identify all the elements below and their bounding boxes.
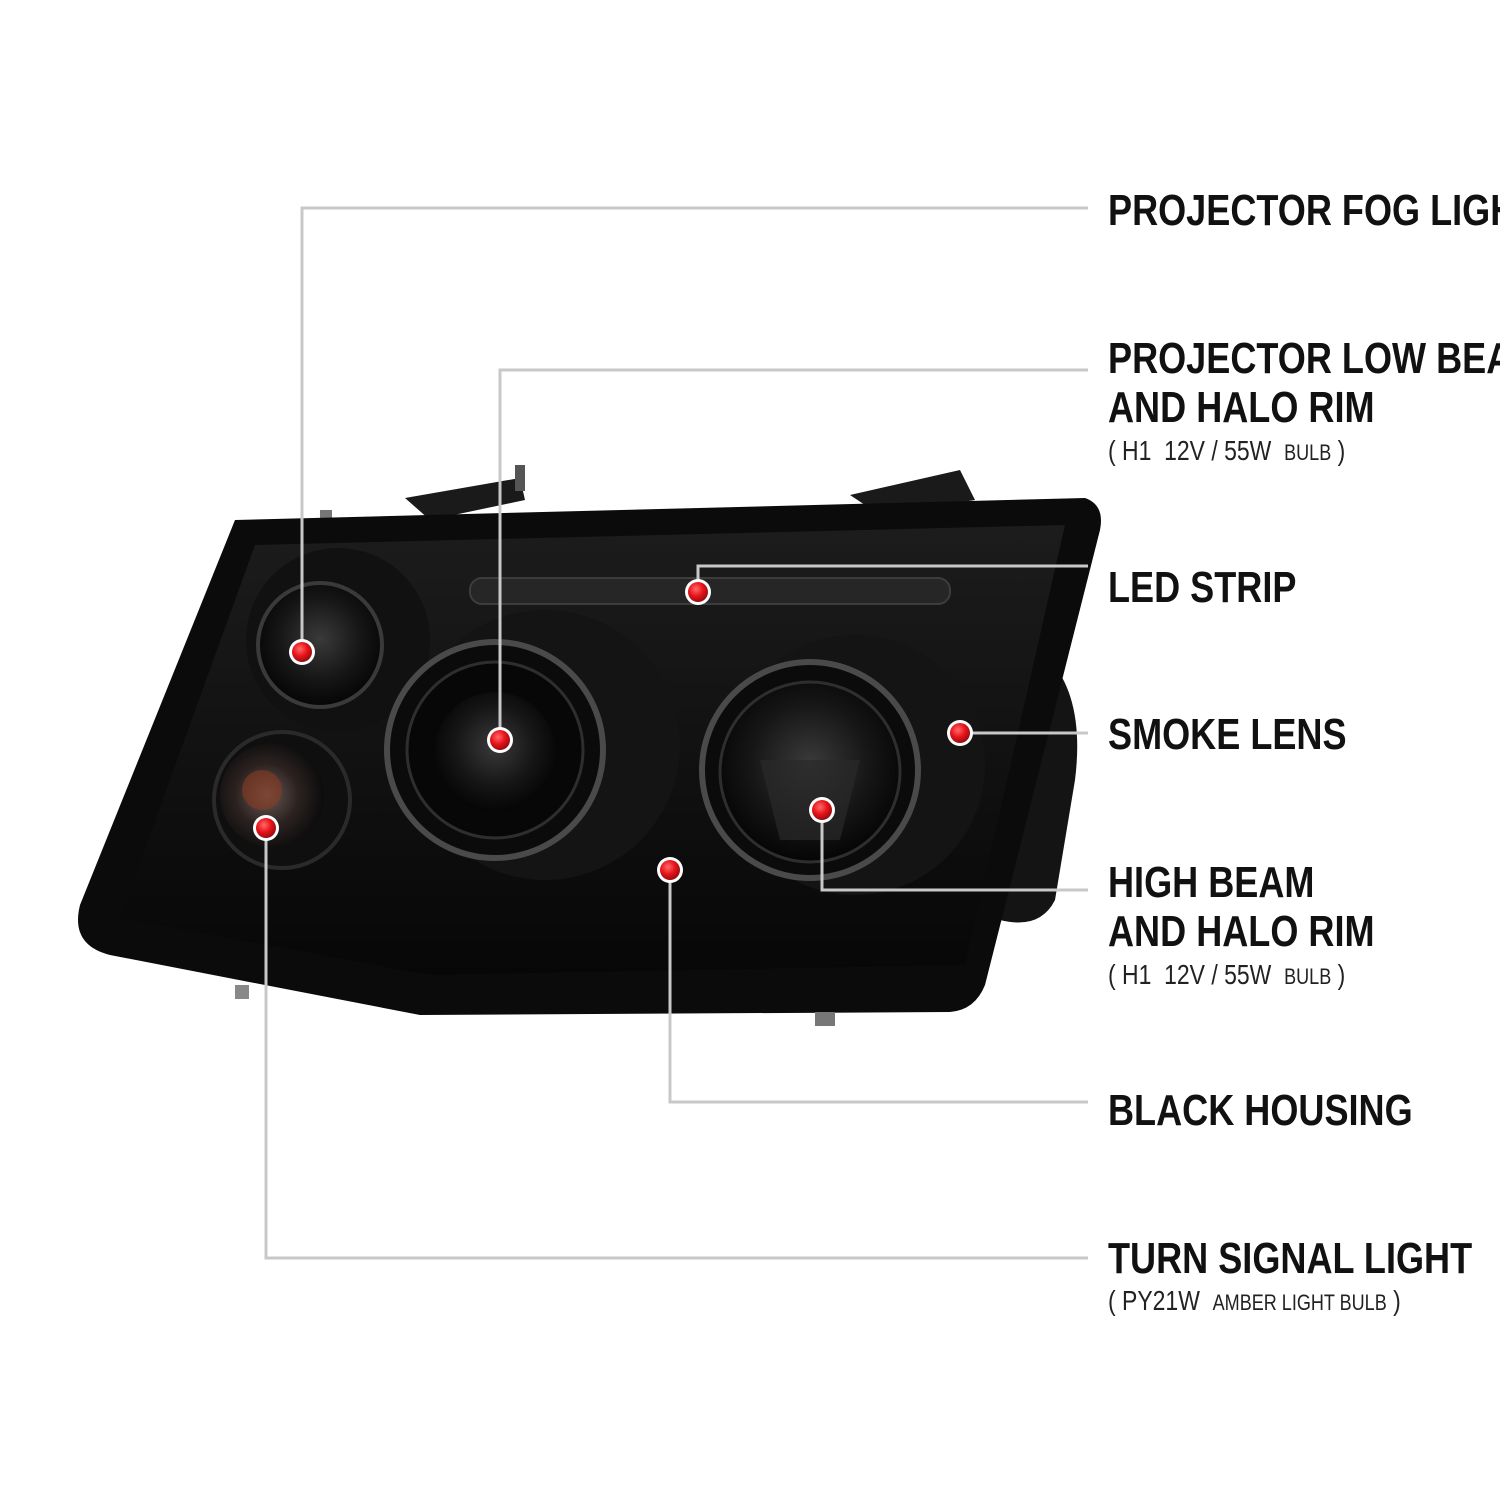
bottom-clip xyxy=(235,985,249,999)
callout-smoke-title: SMOKE LENS xyxy=(1108,710,1347,759)
callout-highbeam-title-line1: HIGH BEAM xyxy=(1108,858,1315,907)
marker-fog xyxy=(289,639,315,665)
callout-highbeam: HIGH BEAM AND HALO RIM ( H1 12V / 55W BU… xyxy=(1108,858,1375,990)
callout-fog-title: PROJECTOR FOG LIGHT xyxy=(1108,186,1500,235)
callout-housing: BLACK HOUSING xyxy=(1108,1086,1413,1135)
leader-lowbeam xyxy=(498,368,1088,740)
leader-highbeam xyxy=(820,810,1088,892)
callout-lowbeam-title-line1: PROJECTOR LOW BEAM xyxy=(1108,334,1500,383)
callout-lowbeam-title-line2: AND HALO RIM xyxy=(1108,383,1375,433)
fog-light xyxy=(246,548,430,732)
marker-housing xyxy=(657,857,683,883)
leader-fog xyxy=(300,206,1088,652)
leader-lines xyxy=(264,206,1088,1260)
callout-lowbeam-spec: ( H1 12V / 55W BULB ) xyxy=(1108,434,1346,466)
callout-markers xyxy=(253,579,973,883)
callout-highbeam-title-line2: AND HALO RIM xyxy=(1108,907,1375,957)
marker-turn xyxy=(253,815,279,841)
bottom-clip xyxy=(815,1012,835,1026)
callout-turn: TURN SIGNAL LIGHT ( PY21W AMBER LIGHT BU… xyxy=(1108,1234,1472,1317)
callout-led: LED STRIP xyxy=(1108,563,1296,612)
leader-turn xyxy=(264,828,1088,1260)
callout-led-title: LED STRIP xyxy=(1108,563,1297,612)
callout-turn-spec: ( PY21W AMBER LIGHT BULB ) xyxy=(1108,1285,1401,1317)
marker-led xyxy=(685,579,711,605)
callout-housing-title: BLACK HOUSING xyxy=(1108,1086,1413,1135)
callout-fog: PROJECTOR FOG LIGHT xyxy=(1108,186,1500,235)
marker-lowbeam xyxy=(487,727,513,753)
marker-highbeam xyxy=(809,797,835,823)
callout-lowbeam: PROJECTOR LOW BEAM AND HALO RIM ( H1 12V… xyxy=(1108,334,1500,466)
high-beam-reflector xyxy=(699,635,985,895)
callout-smoke: SMOKE LENS xyxy=(1108,710,1347,759)
callout-turn-title: TURN SIGNAL LIGHT xyxy=(1108,1234,1473,1283)
turn-signal-light xyxy=(212,730,352,870)
leader-housing xyxy=(668,870,1088,1104)
marker-smoke xyxy=(947,720,973,746)
callout-highbeam-spec: ( H1 12V / 55W BULB ) xyxy=(1108,958,1346,990)
